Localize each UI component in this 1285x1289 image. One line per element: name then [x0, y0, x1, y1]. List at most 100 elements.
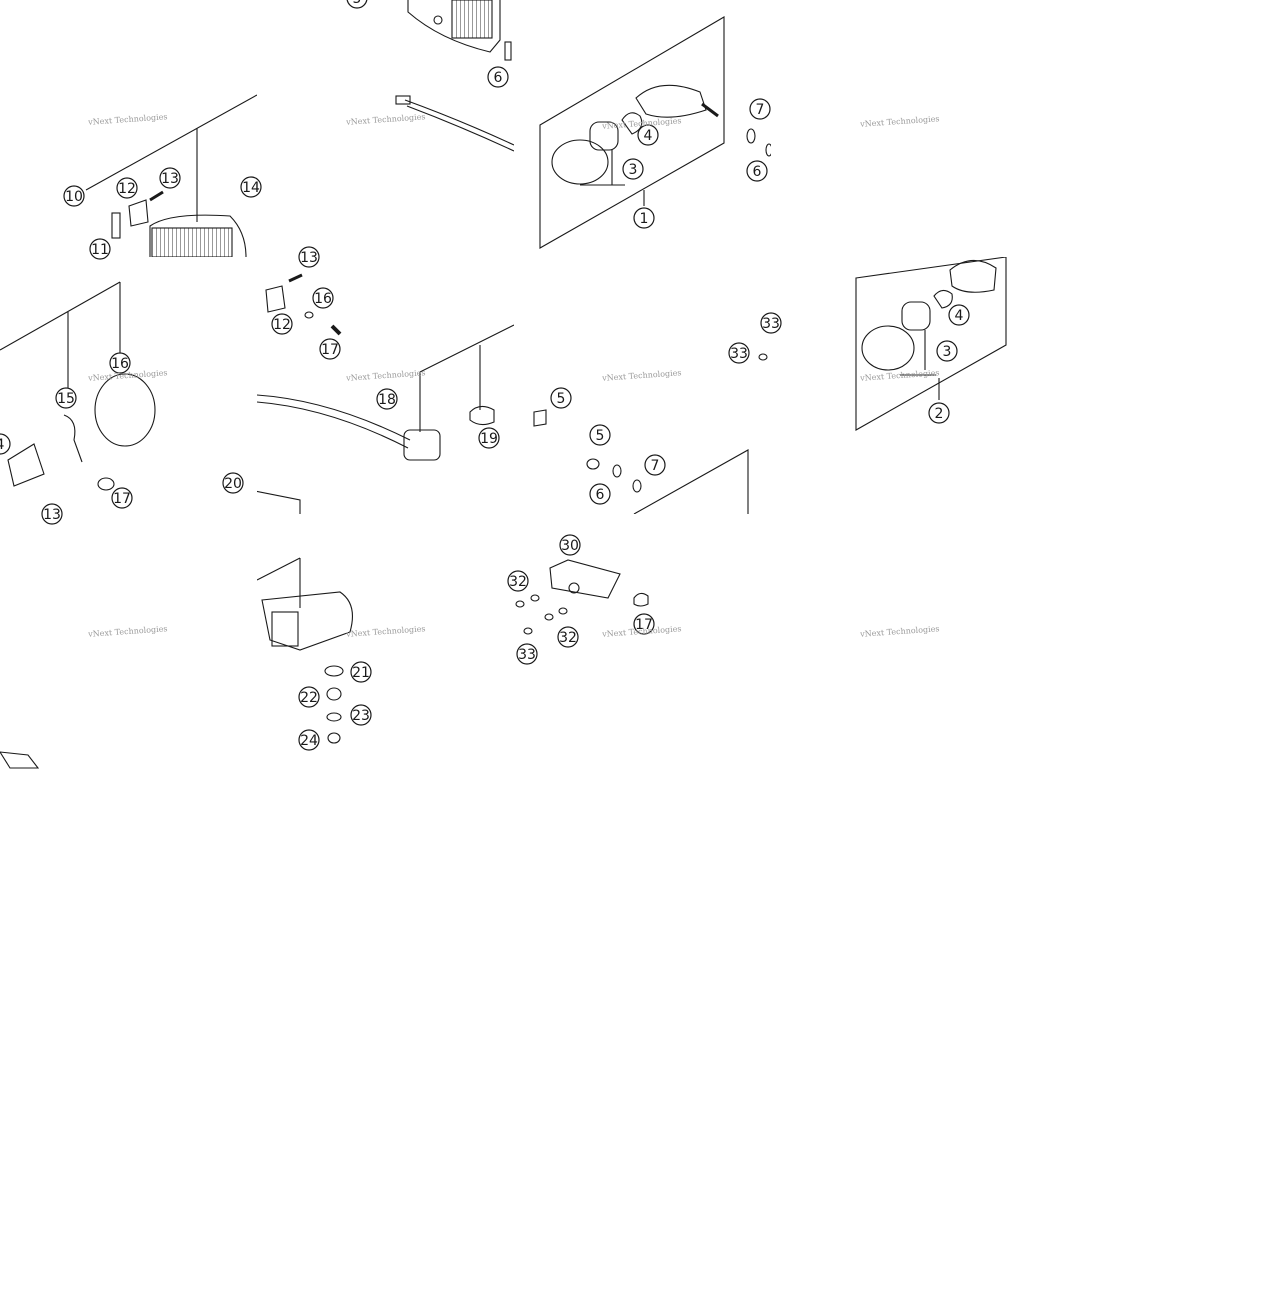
callout-5: 5 [550, 387, 572, 409]
screw-part [288, 273, 303, 283]
callout-18: 18 [376, 388, 398, 410]
watermark-text: vNext Technologies [601, 368, 682, 383]
callout-circle [0, 433, 11, 455]
callout-circle [487, 66, 509, 88]
callout-number: 6 [753, 164, 762, 180]
callout-16: 16 [109, 352, 131, 374]
headlight-grid [451, 0, 493, 39]
bracket-part [265, 285, 286, 313]
callout-7: 7 [749, 98, 771, 120]
callout-number: 15 [57, 391, 75, 407]
headlight-insert-group [0, 281, 156, 491]
callout-13: 13 [159, 167, 181, 189]
lens-part [568, 582, 580, 594]
callout-number: 4 [644, 128, 653, 144]
watermark-text: vNext Technologies [345, 368, 426, 383]
callout-number: 12 [118, 181, 136, 197]
callout-number: 2 [935, 406, 944, 422]
callout-circle [271, 313, 293, 335]
callout-number: 17 [635, 617, 653, 633]
turn-signal-rear-group [855, 257, 1007, 431]
housing-cable-group [395, 0, 514, 152]
callout-circle [55, 387, 77, 409]
indicator-socket [901, 301, 931, 331]
callout-circle [109, 352, 131, 374]
watermark-text: vNext Technologies [87, 368, 168, 383]
headlight-body [407, 0, 501, 53]
callout-number: 30 [561, 538, 579, 554]
callout-number: 7 [651, 458, 660, 474]
callout-number: 13 [43, 507, 61, 523]
callout-circle [637, 124, 659, 146]
callout-32: 32 [557, 626, 579, 648]
callout-number: 33 [762, 316, 780, 332]
callout-21: 21 [350, 661, 372, 683]
callout-33: 33 [728, 342, 750, 364]
rubber-cover-group [0, 751, 40, 769]
callout-circle [936, 340, 958, 362]
callout-circle [298, 729, 320, 751]
callout-circle [312, 287, 334, 309]
callout-circle [350, 704, 372, 726]
headlight-bracket-group [85, 94, 257, 257]
watermark-text: vNext Technologies [87, 112, 168, 127]
housing-window [271, 611, 299, 647]
headlight-housing [149, 214, 247, 257]
nut-part [765, 143, 771, 157]
watermark-text: vNext Technologies [601, 624, 682, 639]
callout-10: 10 [63, 185, 85, 207]
license-light-group [515, 559, 649, 635]
wire-cable [406, 105, 514, 152]
callout-circle [298, 246, 320, 268]
callout-circle [749, 98, 771, 120]
small-bulb [633, 592, 649, 607]
turn-signal-front-group [539, 16, 771, 249]
assembly-frame [539, 16, 725, 249]
callout-14: 14 [240, 176, 262, 198]
callout-circle [41, 503, 63, 525]
callout-circle [116, 177, 138, 199]
callout-17: 17 [111, 487, 133, 509]
callout-number: 13 [300, 250, 318, 266]
callout-circle [346, 0, 368, 9]
bulb-socket [7, 443, 45, 487]
leader-line [0, 281, 121, 351]
watermark-layer: vNext Technologies vNext Technologies vNex… [87, 112, 940, 639]
callout-33: 33 [516, 643, 538, 665]
washer-part [612, 464, 622, 478]
assembly-frame [633, 449, 749, 514]
callout-12: 12 [271, 313, 293, 335]
callout-circle [550, 387, 572, 409]
watermark-text: vNext Technologies [345, 624, 426, 639]
callout-circle [63, 185, 85, 207]
callout-24: 24 [298, 729, 320, 751]
washer-part [515, 600, 525, 608]
washer-part [558, 607, 568, 615]
callout-number: 20 [224, 476, 242, 492]
retaining-spring [63, 414, 83, 463]
leader-line [419, 324, 514, 373]
rubber-cover [0, 751, 40, 769]
callout-7: 7 [644, 454, 666, 476]
callout-circle [516, 643, 538, 665]
callout-13: 13 [41, 503, 63, 525]
callout-circle [376, 388, 398, 410]
small-bulb [97, 477, 115, 491]
callout-circle [507, 570, 529, 592]
tail-light-housing [261, 591, 353, 651]
callout-number: 24 [300, 733, 318, 749]
callout-number: 12 [273, 317, 291, 333]
callout-circle [559, 534, 581, 556]
indicator-lens [861, 325, 915, 371]
callout-5: 5 [589, 424, 611, 446]
watermark-text: vNext Technologies [859, 368, 940, 383]
watermark-text: vNext Technologies [345, 112, 426, 127]
callout-19: 19 [478, 427, 500, 449]
callout-number: 23 [352, 708, 370, 724]
callout-number: 5 [353, 0, 362, 7]
callout-17: 17 [319, 338, 341, 360]
nut-part [523, 627, 533, 635]
callout-number: 5 [557, 391, 566, 407]
callout-6: 6 [746, 160, 768, 182]
